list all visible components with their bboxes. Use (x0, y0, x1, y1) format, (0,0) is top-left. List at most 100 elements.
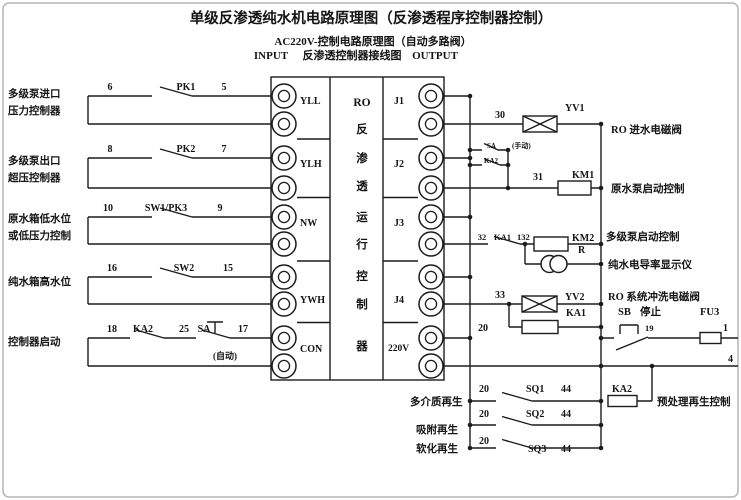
ka2-contact-label: KA2 (484, 157, 499, 165)
terminal-icon (271, 111, 297, 137)
ka2-coil-symbol (607, 394, 638, 408)
valve-cross-icon (521, 115, 558, 313)
port-j4: J4 (394, 295, 404, 306)
conductivity-meter-icon (549, 254, 568, 274)
port-j2: J2 (394, 159, 404, 170)
manual-note: (手动) (512, 141, 531, 150)
terminal-group-separators (297, 138, 418, 324)
wire-number: 44 (561, 384, 571, 395)
wire-number: 44 (561, 409, 571, 420)
controller-name-char: 运 (356, 211, 368, 224)
sb-label: SB (618, 307, 631, 318)
port-yll: YLL (300, 96, 321, 107)
wire-number: 20 (479, 436, 489, 447)
contact-pk1: PK1 (177, 82, 196, 93)
wire-number: 30 (495, 110, 505, 121)
controller-outline (270, 76, 445, 381)
wire-number: 8 (108, 144, 113, 155)
output-desc: RO 系统冲洗电磁阀 (608, 290, 700, 303)
yv2-label: YV2 (565, 292, 584, 303)
page-subtitle: AC220V-控制电路原理图（自动多路阀） (274, 34, 471, 48)
fu3-fuse-symbol (699, 331, 722, 345)
terminal-icon (271, 175, 297, 201)
terminal-icon (418, 175, 444, 201)
terminal-icon (418, 145, 444, 171)
terminal-icon (418, 325, 444, 351)
terminal-icon (418, 83, 444, 109)
sq3-label: SQ3 (528, 444, 546, 455)
wire-number: 15 (223, 263, 233, 274)
wire-number: 4 (728, 354, 733, 365)
wire-number: 132 (517, 232, 530, 242)
wire-number: 19 (645, 323, 654, 333)
input-desc: 超压控制器 (7, 171, 61, 184)
input-desc: 或低压力控制 (8, 229, 71, 242)
terminal-icon (271, 83, 297, 109)
km2-label: KM2 (572, 233, 594, 244)
terminal-icon (271, 231, 297, 257)
terminal-icon (271, 353, 297, 379)
terminal-icon (418, 291, 444, 317)
controller-name-char: 行 (355, 237, 368, 251)
regen-desc: 多介质再生 (410, 395, 463, 408)
input-circuits: 6 PK1 5 多级泵进口 压力控制器 8 PK2 7 多级泵出口 超压控制器 … (7, 82, 271, 367)
regen-desc: 软化再生 (416, 442, 458, 455)
contact-pk2: PK2 (177, 144, 196, 155)
titles: 单级反渗透纯水机电路原理图（反渗透程序控制器控制） AC220V-控制电路原理图… (190, 9, 553, 62)
input-desc: 控制器启动 (8, 335, 61, 348)
wire-number: 31 (533, 172, 543, 183)
terminal-icon (271, 325, 297, 351)
input-wires (87, 86, 271, 367)
ka1-coil-label: KA1 (566, 308, 586, 319)
input-desc: 多级泵出口 (8, 154, 61, 167)
output-wires (443, 95, 738, 449)
ka2-coil-label: KA2 (612, 384, 632, 395)
km2-coil-symbol (533, 236, 569, 252)
ka1-contact-label: KA1 (494, 232, 511, 242)
input-desc: 原水箱低水位 (8, 212, 71, 225)
port-ywh: YWH (300, 295, 325, 306)
output-desc: 原水泵启动控制 (611, 182, 685, 195)
output-circuits: 30 YV1 RO 进水电磁阀 SA (手动) KA2 31 KM1 原水泵启动… (410, 93, 738, 455)
sa-contact-label: SA (487, 142, 496, 150)
output-desc: RO 进水电磁阀 (611, 123, 682, 136)
km1-label: KM1 (572, 170, 594, 181)
input-desc: 纯水箱高水位 (8, 275, 71, 288)
controller-column-dividers (329, 77, 384, 380)
controller-name-char: 制 (356, 297, 368, 311)
terminal-icon (271, 291, 297, 317)
page-title: 单级反渗透纯水机电路原理图（反渗透程序控制器控制） (190, 9, 553, 27)
fu3-label: FU3 (700, 307, 719, 318)
wire-number: 25 (179, 324, 189, 335)
terminal-icon (418, 353, 444, 379)
wire-number: 10 (103, 203, 113, 214)
port-ylh: YLH (300, 159, 322, 170)
wire-number: 5 (222, 82, 227, 93)
controller-name-char: 渗 (356, 151, 368, 165)
contact-sw2: SW2 (174, 263, 195, 274)
wire-number: 17 (238, 324, 248, 335)
wire-number: 32 (478, 232, 487, 242)
output-desc: 多级泵启动控制 (606, 230, 680, 243)
output-header: OUTPUT (412, 50, 459, 62)
terminal-icon (418, 231, 444, 257)
controller-name-char: 控 (356, 269, 368, 283)
port-con: CON (300, 344, 323, 355)
input-header: INPUT (254, 50, 289, 62)
sq2-label: SQ2 (526, 409, 544, 420)
terminal-icon (418, 264, 444, 290)
input-desc: 压力控制器 (8, 104, 61, 117)
controller-name-char: 器 (355, 340, 368, 353)
controller-model: RO (353, 97, 370, 109)
wire-number: 16 (107, 263, 117, 274)
auto-note: (自动) (213, 350, 237, 361)
controller-block: YLL YLH NW YWH CON J1 J2 J3 J4 220V RO 反… (270, 76, 445, 381)
terminal-icon (418, 111, 444, 137)
terminal-icon (418, 204, 444, 230)
wire-number: 20 (479, 384, 489, 395)
sq1-label: SQ1 (526, 384, 544, 395)
junction-dots (467, 93, 655, 451)
resistor-label: R (578, 245, 586, 256)
